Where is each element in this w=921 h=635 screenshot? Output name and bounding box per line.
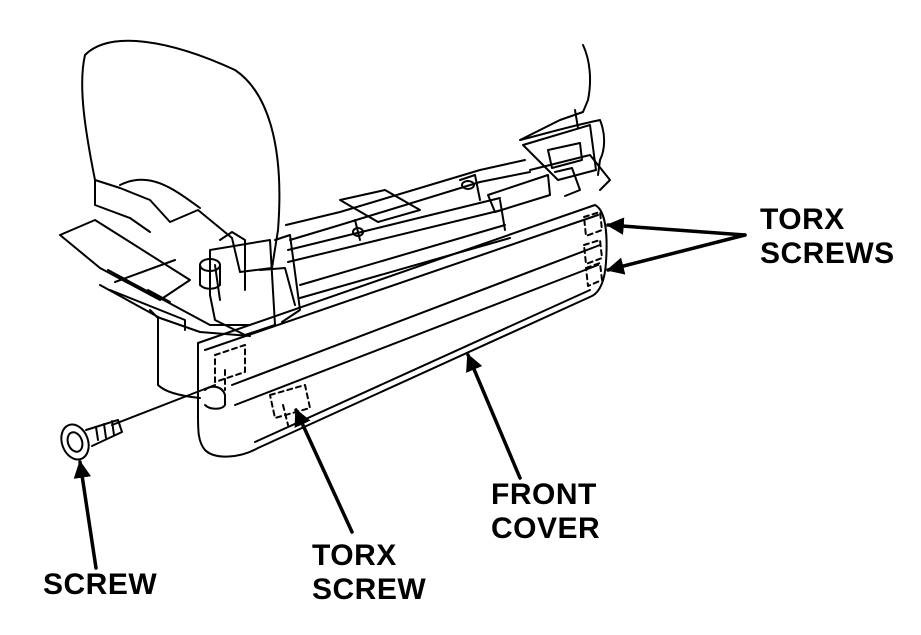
- torx-screws-label-line2: SCREWS: [760, 237, 895, 270]
- torx-screw-label-line2: SCREW: [312, 573, 427, 606]
- arrow-torx-screws-upper: [606, 217, 747, 237]
- seat-cushion: [81, 39, 281, 273]
- arrow-torx-screw: [294, 408, 354, 534]
- hidden-fastener-markers: [214, 211, 603, 426]
- front-cover-label-line2: COVER: [491, 512, 601, 545]
- callout-arrows: [73, 217, 747, 570]
- screw-label: SCREW: [43, 568, 157, 602]
- arrow-screw: [73, 460, 98, 570]
- seat-frame: [59, 154, 611, 399]
- arrow-front-cover: [466, 353, 522, 480]
- torx-screws-label-line1: TORX: [760, 203, 845, 236]
- arrow-torx-screws-lower: [606, 233, 747, 275]
- screw-label-line1: SCREW: [43, 568, 158, 601]
- torx-screw-label-line1: TORX: [312, 539, 397, 572]
- torx-screws-label: TORX SCREWS: [760, 203, 895, 271]
- seat-back: [519, 44, 606, 181]
- screw-shape: [60, 384, 216, 461]
- front-cover-label-line1: FRONT: [491, 478, 597, 511]
- torx-screw-label: TORX SCREW: [312, 539, 426, 607]
- front-cover-label: FRONT COVER: [491, 478, 600, 546]
